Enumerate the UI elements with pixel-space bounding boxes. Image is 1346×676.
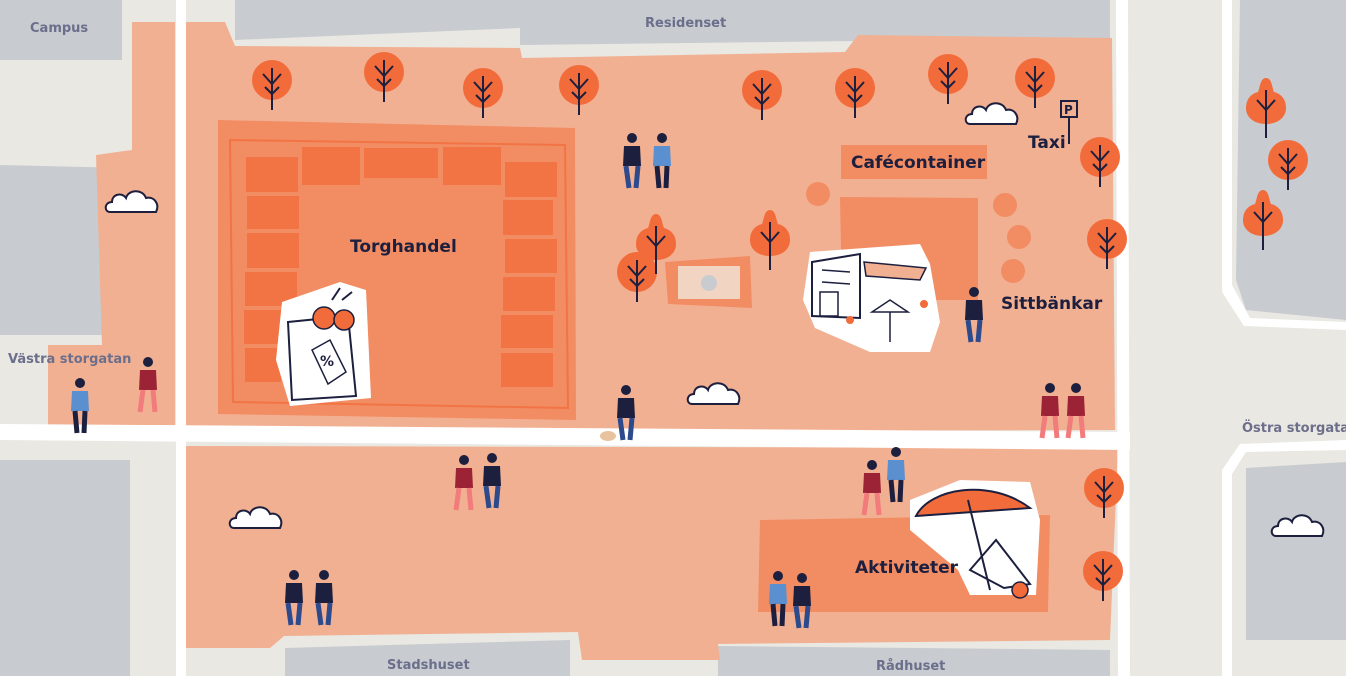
building-southeast xyxy=(1246,462,1346,640)
seating-circles xyxy=(806,182,1031,283)
plaza-west xyxy=(48,22,175,425)
label-sittbankar: Sittbänkar xyxy=(1001,294,1103,314)
label-taxi: Taxi xyxy=(1028,133,1066,153)
discount-icon: % xyxy=(320,354,334,370)
building-radhuset xyxy=(718,646,1110,676)
dog xyxy=(600,431,616,441)
label-radhuset: Rådhuset xyxy=(876,659,945,674)
cafecontainer-label-bg xyxy=(841,145,987,179)
building-west xyxy=(0,165,130,335)
label-aktiviteter: Aktiviteter xyxy=(855,558,959,578)
label-cafecontainer: Cafécontainer xyxy=(851,153,986,173)
building-residenset xyxy=(235,0,1110,45)
east-road-north xyxy=(1222,0,1346,330)
parking-icon: P xyxy=(1064,103,1073,117)
label-vastra-storgatan: Västra storgatan xyxy=(8,352,131,367)
north-south-road xyxy=(176,0,186,676)
vastra-storgatan-road xyxy=(0,424,1130,450)
label-residenset: Residenset xyxy=(645,16,726,31)
label-stadshuset: Stadshuset xyxy=(387,658,470,673)
shopping-bag-icon: % xyxy=(276,282,371,406)
building-southwest xyxy=(0,460,130,676)
label-torghandel: Torghandel xyxy=(350,237,457,257)
beach-umbrella-icon xyxy=(910,480,1040,599)
building-campus xyxy=(0,0,122,60)
label-campus: Campus xyxy=(30,21,88,36)
ostra-storgatan-road xyxy=(1222,440,1346,676)
building-stadshuset xyxy=(285,640,570,676)
label-ostra-storgatan: Östra storgatan xyxy=(1242,420,1346,436)
fountain-basin xyxy=(701,275,717,291)
east-road xyxy=(1116,0,1130,676)
parking-sign: P xyxy=(1060,100,1078,144)
cafe-building-icon xyxy=(803,244,940,352)
